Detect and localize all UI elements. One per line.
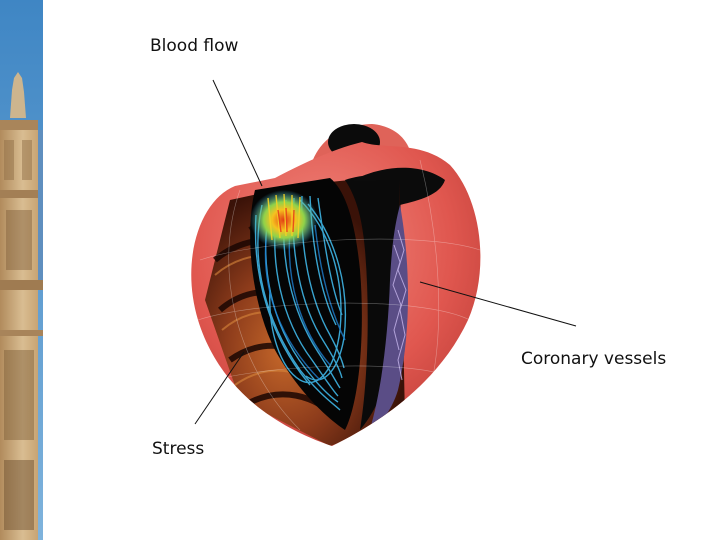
coronary-vessel-wall	[368, 205, 408, 435]
coronary-vessels-leader	[419, 281, 577, 327]
blood-flow-leader	[212, 79, 263, 187]
blood-flow-streamlines	[250, 190, 347, 411]
stress-label: Stress	[152, 439, 205, 459]
annotation-leaders	[194, 79, 577, 425]
stress-leader	[194, 351, 245, 425]
building-photo	[0, 0, 43, 540]
coronary-vessels-label: Coronary vessels	[521, 349, 667, 369]
blood-flow-label: Blood flow	[150, 36, 239, 56]
